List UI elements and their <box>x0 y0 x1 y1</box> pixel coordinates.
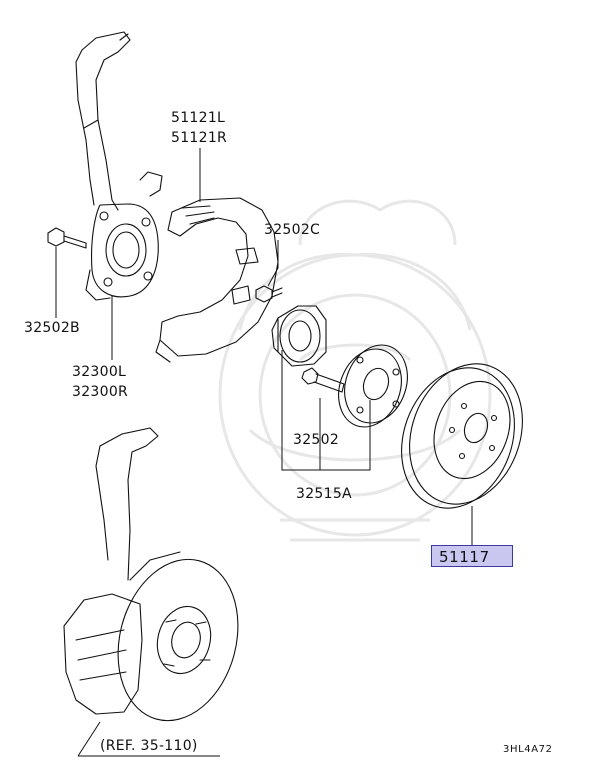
hub-bearing-part <box>271 305 327 367</box>
reference-label: (REF. 35-110) <box>100 738 198 754</box>
part-label-32300r: 32300R <box>72 384 129 400</box>
bolt-32502c-part <box>255 285 283 303</box>
part-label-51121l: 51121L <box>171 110 226 126</box>
bolt-32502b-part <box>47 227 87 249</box>
assembled-brake-reference <box>63 427 239 722</box>
steering-knuckle-part <box>75 31 163 301</box>
part-label-51117-highlight[interactable]: 51117 <box>431 545 513 567</box>
part-label-32515a: 32515A <box>296 486 352 502</box>
part-label-32502b: 32502B <box>24 320 80 336</box>
diagram-code: 3HL4A72 <box>503 744 553 755</box>
leader-lines <box>55 148 473 757</box>
brake-rotor-part <box>401 363 523 509</box>
dust-shield-part <box>155 197 279 363</box>
hub-flange-part <box>338 344 408 428</box>
part-label-32300l: 32300L <box>72 364 127 380</box>
part-label-32502: 32502 <box>293 432 340 448</box>
hub-bolt-part <box>301 367 345 393</box>
watermark-emblem <box>218 199 492 542</box>
part-label-32502c: 32502C <box>264 222 321 238</box>
part-label-51121r: 51121R <box>171 130 228 146</box>
part-label-51117[interactable]: 51117 <box>439 548 490 566</box>
